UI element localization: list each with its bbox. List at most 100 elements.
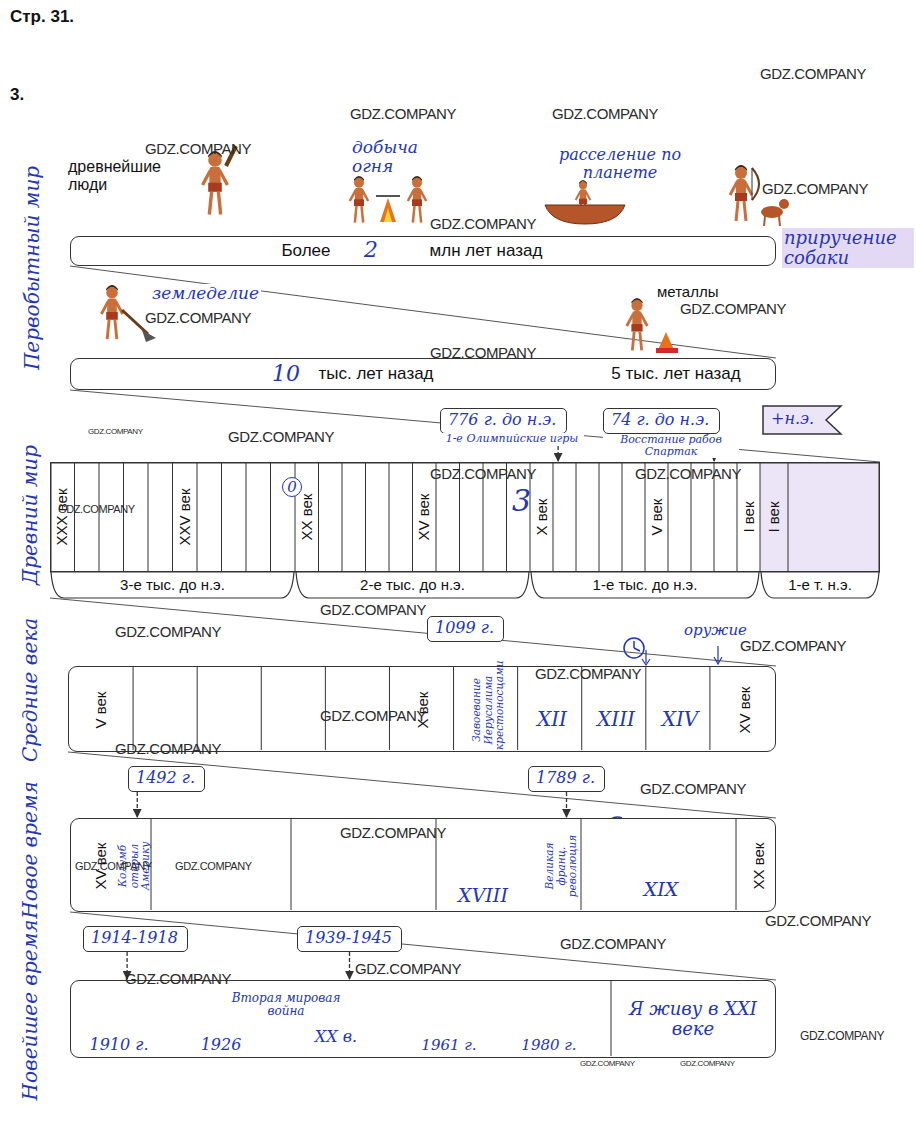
watermark: GDZ.COMPANY xyxy=(430,216,536,233)
caption: приручение собаки xyxy=(782,228,914,268)
watermark: GDZ.COMPANY xyxy=(88,428,143,437)
date-label: +н.э. xyxy=(771,409,842,428)
band-label: Завоевание Иерусалима крестоносцами xyxy=(470,670,505,750)
watermark: GDZ.COMPANY xyxy=(560,936,666,953)
page-number: Стр. 31. xyxy=(10,8,74,27)
watermark: GDZ.COMPANY xyxy=(350,106,456,123)
era-band: 1910 г. 1926 Вторая мировая война XX в. 1961… xyxy=(70,980,776,1058)
exercise-number: 3. xyxy=(10,86,24,105)
band-label: XII xyxy=(537,708,567,730)
watermark: GDZ.COMPANY xyxy=(145,141,251,158)
band-label: XX в. xyxy=(315,1028,357,1046)
watermark: GDZ.COMPANY xyxy=(760,66,866,83)
watermark: GDZ.COMPANY xyxy=(430,466,536,483)
band-label: Более xyxy=(281,242,330,261)
band-label: XIX xyxy=(644,879,679,900)
watermark: GDZ.COMPANY xyxy=(320,708,426,725)
era-title: Новейшее время xyxy=(19,920,41,1101)
band-label: 5 тыс. лет назад xyxy=(611,365,740,384)
watermark: GDZ.COMPANY xyxy=(552,106,658,123)
date-label: 1789 г. xyxy=(536,768,597,787)
era-title: Средние века xyxy=(19,618,41,762)
era-title: Новое время xyxy=(19,781,41,918)
band-label: V век xyxy=(648,499,665,536)
caption: расселение по планете xyxy=(540,146,700,181)
era-flag: +н.э. xyxy=(762,405,842,435)
watermark: GDZ.COMPANY xyxy=(635,466,741,483)
band-label: Я живу в XXI веке xyxy=(623,999,763,1039)
band-label: 1910 г. xyxy=(90,1036,149,1054)
band-label: 1-е т. н.э. xyxy=(788,577,852,594)
date-label: 1099 г. xyxy=(435,618,496,637)
caption: древнейшие люди xyxy=(68,158,180,193)
circled-mark: 0 xyxy=(282,477,302,497)
band-label: XIV xyxy=(662,708,699,730)
watermark: GDZ.COMPANY xyxy=(228,429,334,446)
caption: добыча огня xyxy=(350,138,464,175)
caption: металлы xyxy=(657,284,719,301)
date-box: 1789 г. xyxy=(528,766,605,792)
band-label: 1980 г. xyxy=(521,1037,576,1054)
watermark: GDZ.COMPANY xyxy=(75,860,152,872)
date-box: 776 г. до н.э. xyxy=(440,408,567,434)
caption: земледелие xyxy=(150,284,261,303)
band-label: 2-е тыс. до н.э. xyxy=(360,577,465,594)
watermark: GDZ.COMPANY xyxy=(355,961,461,978)
era-title: Древний мир xyxy=(19,445,41,585)
band-label: 1961 г. xyxy=(421,1037,476,1054)
date-box: 1492 г. xyxy=(128,766,205,792)
watermark: GDZ.COMPANY xyxy=(762,181,868,198)
band-label: 10 xyxy=(272,362,300,386)
band-label: I век xyxy=(766,501,783,532)
band-label: XX век xyxy=(299,494,316,541)
date-box: 1914-1918 xyxy=(83,926,188,952)
band-label: XXV век xyxy=(176,489,193,546)
era-band: Более 2 млн лет назад xyxy=(70,236,776,266)
band-label: 3-е тыс. до н.э. xyxy=(120,577,225,594)
band-label: 1-е тыс. до н.э. xyxy=(593,577,698,594)
band-label: XV век xyxy=(737,687,754,734)
band-label: X век xyxy=(533,499,550,536)
watermark: GDZ.COMPANY xyxy=(115,624,221,641)
band-label: тыс. лет назад xyxy=(318,365,433,384)
band-label: Великая франц. революция xyxy=(544,822,579,910)
date-label: 74 г. до н.э. xyxy=(611,410,712,429)
era-title: Первобытный мир xyxy=(21,166,43,370)
watermark: GDZ.COMPANY xyxy=(145,310,251,327)
band-label: 2 xyxy=(364,238,378,262)
watermark: GDZ.COMPANY xyxy=(740,638,846,655)
date-label: 1492 г. xyxy=(136,768,197,787)
century-band: XXX век XXV век XX век XV век X век V век I ве… xyxy=(50,462,880,600)
watermark: GDZ.COMPANY xyxy=(640,781,746,798)
date-label: 776 г. до н.э. xyxy=(448,410,559,429)
watermark: GDZ.COMPANY xyxy=(800,1030,884,1043)
watermark: GDZ.COMPANY xyxy=(175,860,252,872)
band-label: млн лет назад xyxy=(430,242,543,261)
band-label: 1926 xyxy=(201,1036,242,1054)
watermark: GDZ.COMPANY xyxy=(58,503,135,515)
band-label: XVIII xyxy=(458,885,508,906)
event-note: 1-е Олимпийские игры xyxy=(440,433,584,445)
band-label: XX век xyxy=(751,843,768,890)
event-arrow xyxy=(349,952,350,979)
hand-mark: 3 xyxy=(512,484,531,517)
band-label: Вторая мировая война xyxy=(221,992,351,1018)
date-label: 1914-1918 xyxy=(91,928,180,947)
band-label: XXX век xyxy=(54,489,71,546)
watermark: GDZ.COMPANY xyxy=(535,666,641,683)
caption: оружие xyxy=(682,622,749,639)
date-box: 1099 г. xyxy=(427,616,504,642)
watermark: GDZ.COMPANY xyxy=(125,971,231,988)
band-label: XV век xyxy=(416,494,433,541)
watermark: GDZ.COMPANY xyxy=(765,913,871,930)
watermark: GDZ.COMPANY xyxy=(580,1060,635,1069)
date-box: 1939-1945 xyxy=(297,926,402,952)
date-box: 74 г. до н.э. xyxy=(603,408,720,434)
watermark: GDZ.COMPANY xyxy=(115,741,221,758)
band-label: V век xyxy=(93,692,110,729)
watermark: GDZ.COMPANY xyxy=(320,602,426,619)
band-label: I век xyxy=(740,501,757,532)
watermark: GDZ.COMPANY xyxy=(430,345,536,362)
date-label: 1939-1945 xyxy=(305,928,394,947)
watermark: GDZ.COMPANY xyxy=(340,825,446,842)
